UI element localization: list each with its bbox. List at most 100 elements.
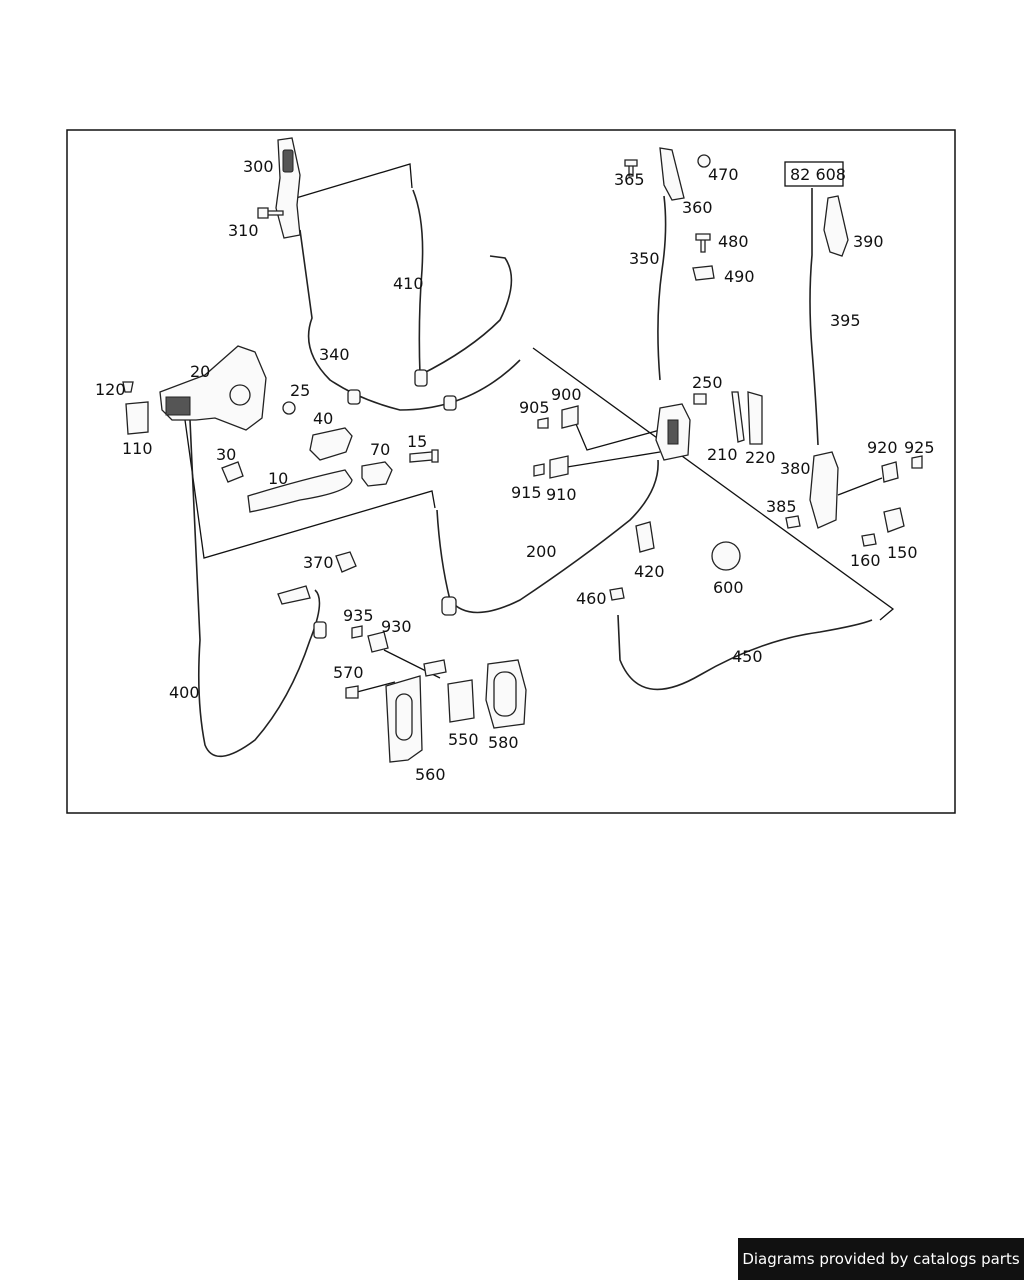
part-40-cap — [309, 427, 353, 461]
part-560-panel — [385, 675, 423, 763]
part-580-bezel — [485, 659, 527, 729]
label-915: 915 — [511, 483, 542, 502]
part-210-seal — [731, 391, 745, 443]
label-600: 600 — [713, 578, 744, 597]
part-935-pin — [351, 625, 363, 639]
label-480: 480 — [718, 232, 749, 251]
label-460: 460 — [576, 589, 607, 608]
label-20: 20 — [190, 362, 210, 381]
part-10-door-handle — [247, 469, 353, 513]
label-340: 340 — [319, 345, 350, 364]
part-120-clip — [122, 381, 134, 393]
part-70-cap — [361, 461, 393, 487]
label-365: 365 — [614, 170, 645, 189]
label-470: 470 — [708, 165, 739, 184]
label-200: 200 — [526, 542, 557, 561]
label-210: 210 — [707, 445, 738, 464]
guide-line-920 — [837, 477, 883, 496]
label-110: 110 — [122, 439, 153, 458]
part-20-handle-carrier — [159, 345, 267, 431]
part-310-screw — [257, 207, 284, 219]
part-905-pin — [537, 417, 549, 429]
label-250: 250 — [692, 373, 723, 392]
part-25-bolt — [282, 401, 296, 415]
label-490: 490 — [724, 267, 755, 286]
cable-clip — [441, 596, 457, 616]
label-560: 560 — [415, 765, 446, 784]
label-40: 40 — [313, 409, 333, 428]
cable-200 — [436, 459, 659, 614]
label-15: 15 — [407, 432, 427, 451]
label-905: 905 — [519, 398, 550, 417]
label-900: 900 — [551, 385, 582, 404]
part-600-cap — [711, 541, 741, 571]
label-360: 360 — [682, 198, 713, 217]
label-82608: 82 608 — [790, 165, 846, 184]
part-30-gasket — [221, 461, 244, 483]
cable-clip — [313, 621, 327, 639]
label-160: 160 — [850, 551, 881, 570]
part-570-pin — [345, 685, 359, 699]
part-20-detail — [165, 396, 191, 416]
part-360-bracket — [659, 147, 685, 201]
part-580-opening — [493, 671, 517, 717]
label-70: 70 — [370, 440, 390, 459]
part-370-clip — [335, 551, 357, 573]
part-300-detail — [282, 149, 294, 173]
part-110-cover — [125, 401, 149, 435]
part-480-screw — [695, 233, 711, 253]
cable-clip — [443, 395, 457, 411]
label-925: 925 — [904, 438, 935, 457]
label-450: 450 — [732, 647, 763, 666]
label-370: 370 — [303, 553, 334, 572]
cable-395 — [809, 188, 819, 446]
part-380-latch — [809, 451, 839, 529]
part-900-plug — [561, 405, 579, 429]
part-220-cover — [747, 391, 763, 445]
cable-340 — [299, 229, 521, 411]
label-390: 390 — [853, 232, 884, 251]
label-120: 120 — [95, 380, 126, 399]
part-365-screw — [624, 159, 638, 177]
label-25: 25 — [290, 381, 310, 400]
part-910-plug — [549, 455, 569, 479]
part-470-nut — [697, 154, 711, 168]
part-560-opening — [395, 693, 413, 741]
part-930-plug — [367, 631, 389, 653]
label-910: 910 — [546, 485, 577, 504]
cable-clip — [414, 369, 428, 387]
label-400: 400 — [169, 683, 200, 702]
part-550-switch — [447, 679, 475, 723]
label-935: 935 — [343, 606, 374, 625]
cable-clip — [347, 389, 361, 405]
part-lever-400 — [277, 585, 311, 605]
label-420: 420 — [634, 562, 665, 581]
label-930: 930 — [381, 617, 412, 636]
label-220: 220 — [745, 448, 776, 467]
guide-line-20-box — [184, 419, 436, 559]
label-920: 920 — [867, 438, 898, 457]
label-570: 570 — [333, 663, 364, 682]
part-925-pin — [911, 455, 923, 469]
diagram-frame — [66, 129, 956, 814]
cable-410 — [412, 189, 513, 377]
footer-text: Diagrams provided by catalogs parts — [742, 1250, 1020, 1268]
part-915-pin — [533, 463, 545, 477]
label-550: 550 — [448, 730, 479, 749]
part-420-clip — [635, 521, 655, 553]
label-410: 410 — [393, 274, 424, 293]
guide-line-200-450 — [532, 347, 895, 621]
label-395: 395 — [830, 311, 861, 330]
label-350: 350 — [629, 249, 660, 268]
part-250-stopper — [693, 393, 707, 405]
part-390-bracket — [823, 195, 849, 257]
cable-350 — [657, 195, 667, 381]
guide-line-910 — [566, 451, 661, 468]
part-150-striker — [883, 507, 905, 533]
part-460-plug — [609, 587, 625, 601]
guide-line-900 — [575, 423, 661, 451]
part-15-screw — [409, 449, 439, 463]
footer-credit: Diagrams provided by catalogs parts — [738, 1238, 1024, 1280]
label-580: 580 — [488, 733, 519, 752]
